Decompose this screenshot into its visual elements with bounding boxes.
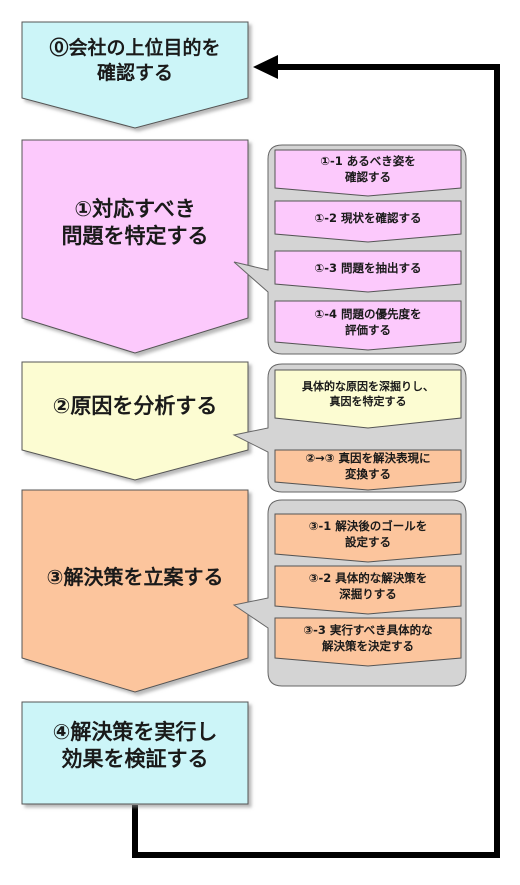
- substep-1-3-shape: [274, 250, 462, 293]
- substep-2-2-label: ②→③ 真因を解決表現に 変換する: [305, 451, 431, 481]
- step-2-label: ②原因を分析する: [52, 394, 218, 418]
- step-3-label: ③解決策を立案する: [46, 565, 224, 589]
- substep-3-3-shape: [274, 617, 462, 667]
- substep-1-4-label: ①-4 問題の優先度を 評価する: [314, 306, 422, 337]
- substep-1-2-label: ①-2 現状を確認する: [314, 210, 422, 225]
- substep-2-1-label: 具体的な原因を深掘りし、 真因を特定する: [302, 380, 434, 408]
- substep-1-2-shape: [274, 200, 462, 243]
- substep-1-3-label: ①-3 問題を抽出する: [314, 260, 422, 275]
- step-0-label: ⓪会社の上位目的を 確認する: [49, 37, 221, 84]
- substep-3-1-shape: [274, 513, 462, 563]
- substep-1-1-label: ①-1 あるべき姿を 確認する: [320, 154, 416, 184]
- step-2-shape: [21, 361, 249, 481]
- step-0-shape: [21, 21, 249, 129]
- step-4-shape: [21, 701, 249, 805]
- substep-1-4-shape: [274, 300, 462, 351]
- substep-3-3-label: ③-3 実行すべき具体的な 解決策を決定する: [303, 623, 433, 653]
- substep-3-1-label: ③-1 解決後のゴールを 設定する: [308, 519, 428, 549]
- step-1-shape: [21, 139, 249, 354]
- feedback-loop-arrowhead: [253, 55, 278, 79]
- substep-1-1-shape: [274, 149, 462, 197]
- substep-3-2-label: ③-2 具体的な解決策を 深掘りする: [308, 571, 428, 601]
- substep-2-1-shape: [274, 369, 462, 429]
- feedback-loop-line: [132, 64, 500, 858]
- substep-3-2-shape: [274, 565, 462, 615]
- substep-2-2-shape: [274, 449, 462, 491]
- step-4-label: ④解決策を実行し 効果を検証する: [52, 720, 218, 772]
- step-3-shape: [21, 489, 249, 693]
- step-1-label: ①対応すべき 問題を特定する: [61, 197, 209, 249]
